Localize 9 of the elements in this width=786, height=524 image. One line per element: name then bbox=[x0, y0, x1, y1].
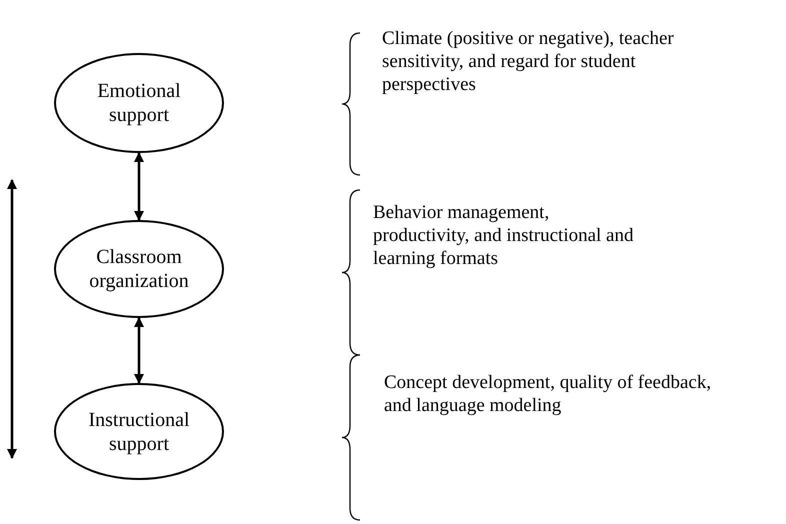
description-text: Concept development, quality of feedback, and language modeling bbox=[384, 372, 712, 418]
description-text: Climate (positive or negative), teacher sensitivity, and regard for student perspectives bbox=[382, 28, 674, 96]
double-arrow bbox=[134, 152, 144, 221]
node-label: Classroom organization bbox=[88, 245, 190, 293]
node-label: Emotional support bbox=[96, 79, 182, 127]
node-label: Instructional support bbox=[87, 408, 191, 456]
description-text: Behavior management, productivity, and instructional and learning formats bbox=[373, 202, 634, 270]
double-arrow bbox=[134, 317, 144, 384]
double-arrow bbox=[7, 179, 17, 459]
